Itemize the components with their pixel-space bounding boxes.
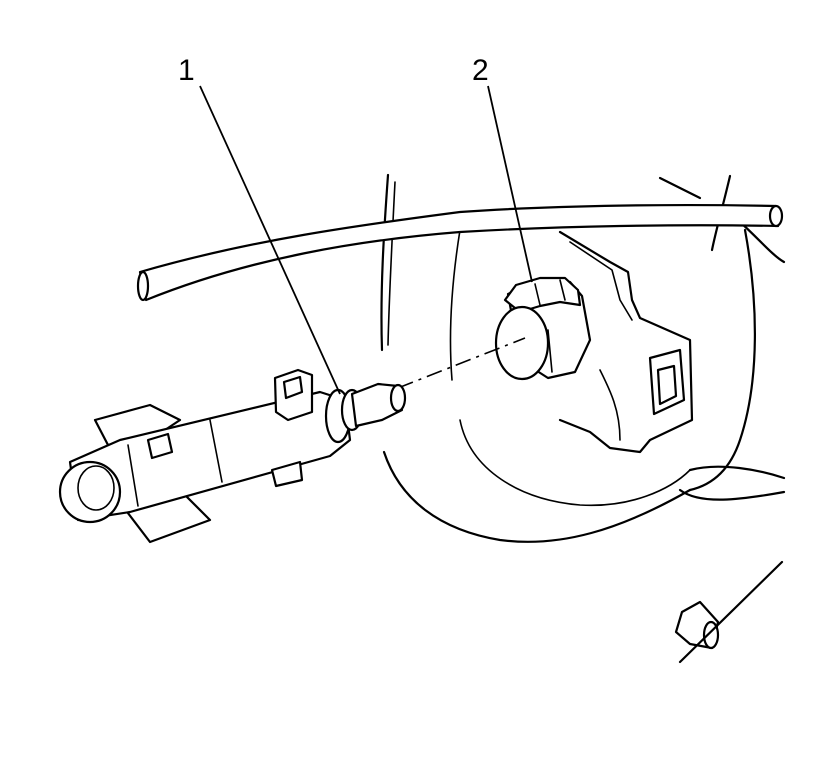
- retainer-clip: [674, 560, 784, 664]
- callout-2: 2: [472, 54, 489, 87]
- retainer-socket: [494, 276, 592, 381]
- leader-line-2: [487, 85, 533, 283]
- insertion-axis: [397, 337, 526, 389]
- tube: [136, 203, 784, 302]
- leader-line-1: [199, 85, 341, 395]
- trim-panel: [380, 173, 786, 543]
- mounting-bracket: [558, 230, 694, 454]
- switch-assembly: [58, 368, 407, 544]
- callout-1: 1: [178, 54, 195, 87]
